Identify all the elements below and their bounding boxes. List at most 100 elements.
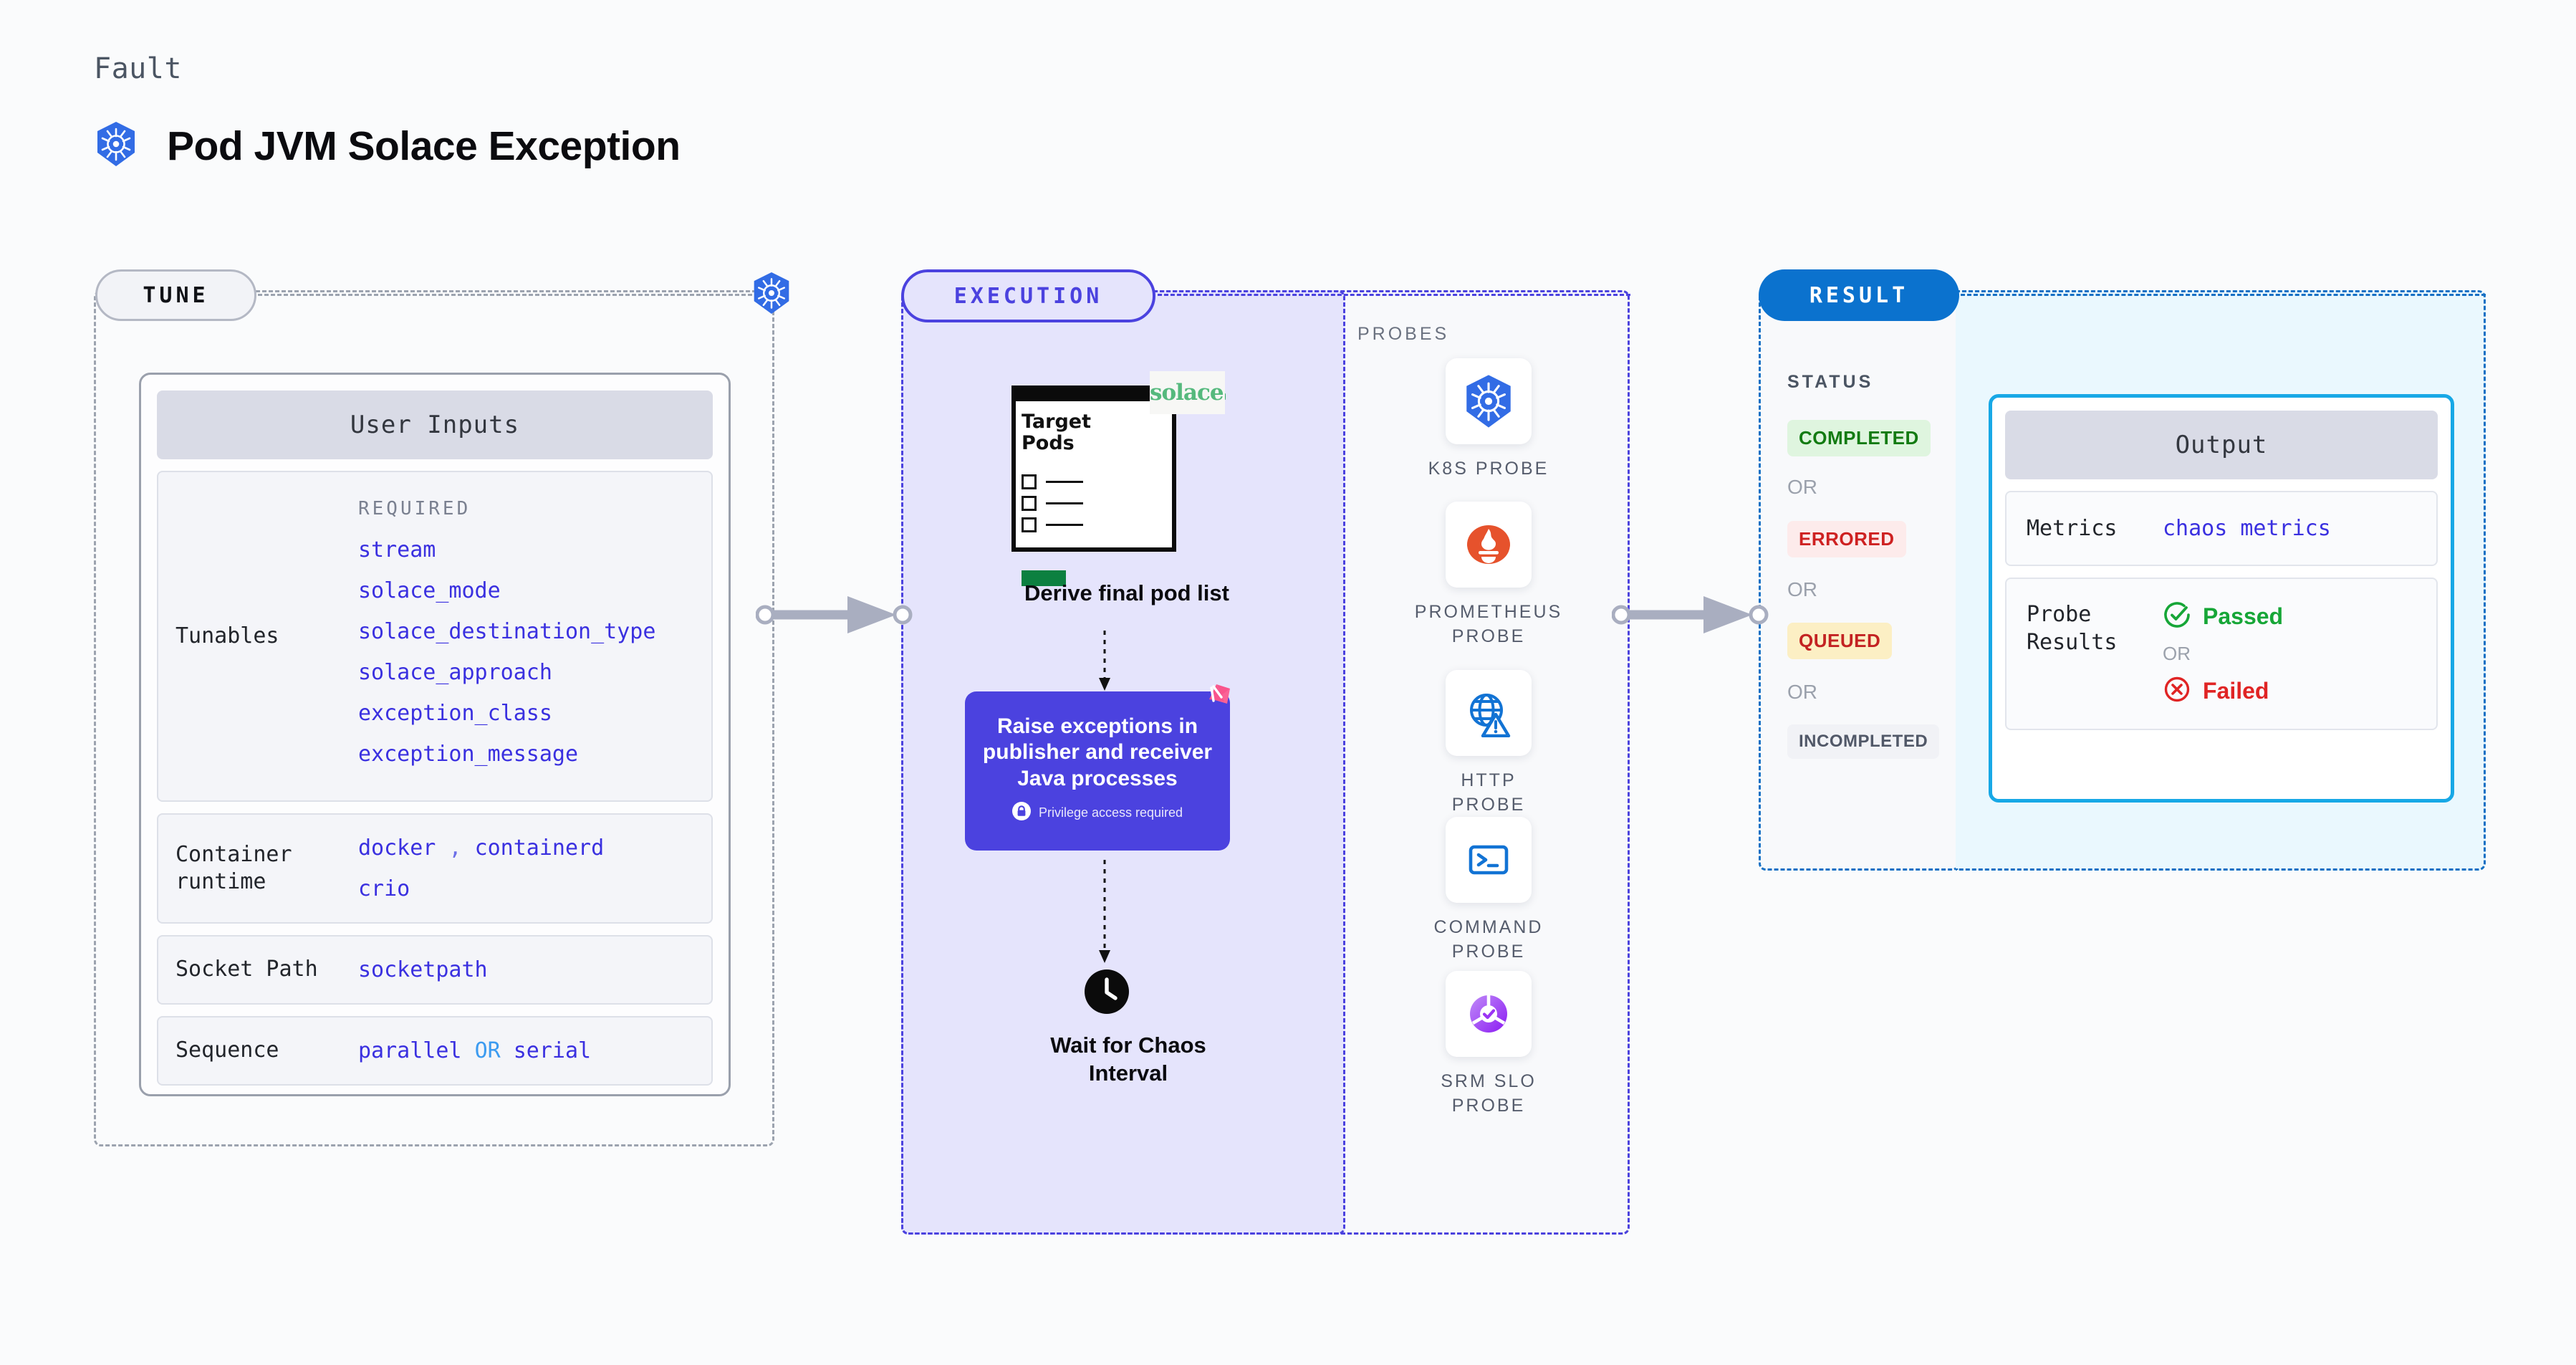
checkbox-icon — [1022, 474, 1037, 489]
sequence-row: Sequence parallel OR serial — [157, 1016, 713, 1086]
raise-exceptions-action[interactable]: Raise exceptions in publisher and receiv… — [965, 691, 1230, 851]
kubernetes-icon — [751, 271, 792, 319]
prometheus-icon — [1446, 502, 1532, 588]
metrics-value[interactable]: chaos metrics — [2163, 516, 2331, 541]
container-runtime-values: docker , containerd crio — [358, 828, 604, 909]
runtime-containerd[interactable]: containerd — [474, 835, 605, 861]
socket-path-row: Socket Path socketpath — [157, 935, 713, 1005]
tune-panel — [94, 290, 774, 1146]
probe-http[interactable]: HTTP PROBE — [1428, 670, 1549, 818]
tunable-stream[interactable]: stream — [358, 537, 436, 562]
fault-kicker: Fault — [94, 52, 182, 85]
probes-panel — [1347, 290, 1630, 1235]
page-title-row: Pod JVM Solace Exception — [94, 120, 681, 171]
socket-path-value[interactable]: socketpath — [358, 957, 488, 982]
connector-derive-to-action — [1099, 631, 1110, 691]
status-or-1: OR — [1787, 476, 1817, 498]
container-runtime-label: Container runtime — [176, 841, 292, 894]
status-badge-queued: QUEUED — [1787, 623, 1893, 659]
tunable-solace-approach[interactable]: solace_approach — [358, 660, 552, 685]
sequence-serial[interactable]: serial — [513, 1038, 592, 1063]
probe-result-passed: Passed — [2163, 600, 2283, 633]
solace-logo: solace — [1150, 371, 1225, 414]
status-label: STATUS — [1787, 372, 1874, 392]
probe-label: SRM SLO PROBE — [1441, 1071, 1537, 1116]
lock-icon — [1011, 802, 1031, 824]
result-header-rule — [1961, 294, 2486, 296]
probe-command[interactable]: COMMAND PROBE — [1428, 817, 1549, 964]
tunables-values: REQUIRED stream solace_mode solace_desti… — [358, 498, 655, 775]
check-circle-icon — [2163, 600, 2191, 633]
sequence-parallel[interactable]: parallel — [358, 1038, 462, 1063]
probe-k8s[interactable]: K8S PROBE — [1428, 358, 1549, 482]
clock-icon — [1085, 969, 1129, 1017]
probe-result-failed: Failed — [2163, 675, 2283, 707]
page-title: Pod JVM Solace Exception — [167, 123, 681, 169]
status-or-2: OR — [1787, 578, 1817, 600]
status-badge-errored: ERRORED — [1787, 521, 1906, 557]
tunables-row: Tunables REQUIRED stream solace_mode sol… — [157, 471, 713, 802]
globe-warning-icon — [1446, 670, 1532, 756]
probe-prometheus[interactable]: PROMETHEUS PROBE — [1415, 502, 1560, 649]
checkbox-icon — [1022, 517, 1037, 532]
target-pods-titlebar — [1011, 385, 1176, 401]
target-pods-list — [1022, 474, 1083, 539]
runtime-docker[interactable]: docker — [358, 835, 436, 861]
stage-badge-result[interactable]: RESULT — [1759, 269, 1959, 321]
tunable-exception-class[interactable]: exception_class — [358, 701, 552, 726]
list-item — [1022, 474, 1083, 489]
user-inputs-title: User Inputs — [157, 391, 713, 459]
tune-header-rule — [258, 294, 752, 296]
stage-badge-execution[interactable]: EXECUTION — [901, 269, 1155, 322]
socket-path-label: Socket Path — [176, 957, 318, 982]
raise-exceptions-text: Raise exceptions in publisher and receiv… — [982, 714, 1213, 790]
target-pods-card: Target Pods — [1011, 385, 1176, 586]
kubernetes-icon — [94, 120, 138, 171]
container-runtime-row: Container runtime docker , containerd cr… — [157, 813, 713, 924]
runtime-crio[interactable]: crio — [358, 876, 410, 901]
tunable-exception-message[interactable]: exception_message — [358, 742, 579, 767]
probe-result-failed-label: Failed — [2203, 678, 2269, 704]
sequence-values: parallel OR serial — [358, 1030, 591, 1071]
checkbox-icon — [1022, 496, 1037, 511]
probe-label: COMMAND PROBE — [1433, 917, 1544, 962]
output-title: Output — [2005, 411, 2438, 479]
status-badge-incompleted: INCOMPLETED — [1787, 724, 1940, 759]
result-status-panel — [1759, 290, 1959, 871]
privilege-note: Privilege access required — [1011, 802, 1183, 824]
runtime-separator: , — [448, 835, 462, 861]
x-circle-icon — [2163, 675, 2191, 707]
exec-header-rule — [1158, 294, 1630, 296]
connector-execution-to-result — [1612, 596, 1769, 633]
user-inputs-card: User Inputs Tunables REQUIRED stream sol… — [139, 373, 731, 1096]
privilege-note-text: Privilege access required — [1038, 805, 1183, 820]
metrics-label: Metrics — [2027, 516, 2118, 541]
target-pods-title: Target Pods — [1022, 411, 1092, 455]
target-pods-progress — [1022, 570, 1066, 586]
status-or-3: OR — [1787, 681, 1817, 703]
probe-label: PROMETHEUS PROBE — [1414, 602, 1563, 646]
tunable-solace-mode[interactable]: solace_mode — [358, 578, 501, 603]
slo-donut-icon — [1446, 971, 1532, 1057]
wait-for-chaos-caption: Wait for Chaos Interval — [1050, 1033, 1206, 1086]
connector-tune-to-execution — [756, 596, 913, 633]
list-item — [1022, 496, 1083, 511]
list-item — [1022, 517, 1083, 532]
probes-label: PROBES — [1357, 324, 1450, 344]
sequence-or: OR — [474, 1038, 501, 1063]
sequence-label: Sequence — [176, 1038, 279, 1063]
probe-label: K8S PROBE — [1428, 459, 1549, 479]
terminal-icon — [1446, 817, 1532, 903]
derive-pod-list-caption: Derive final pod list — [1024, 580, 1229, 605]
kubernetes-icon — [1446, 358, 1532, 444]
probe-result-passed-label: Passed — [2203, 603, 2284, 629]
tunable-solace-destination-type[interactable]: solace_destination_type — [358, 619, 656, 644]
tunables-label: Tunables — [176, 623, 279, 648]
probe-srm-slo[interactable]: SRM SLO PROBE — [1428, 971, 1549, 1119]
solace-wordmark: solace — [1150, 380, 1224, 406]
probe-label: HTTP PROBE — [1451, 770, 1526, 815]
stage-badge-tune[interactable]: TUNE — [95, 269, 256, 321]
